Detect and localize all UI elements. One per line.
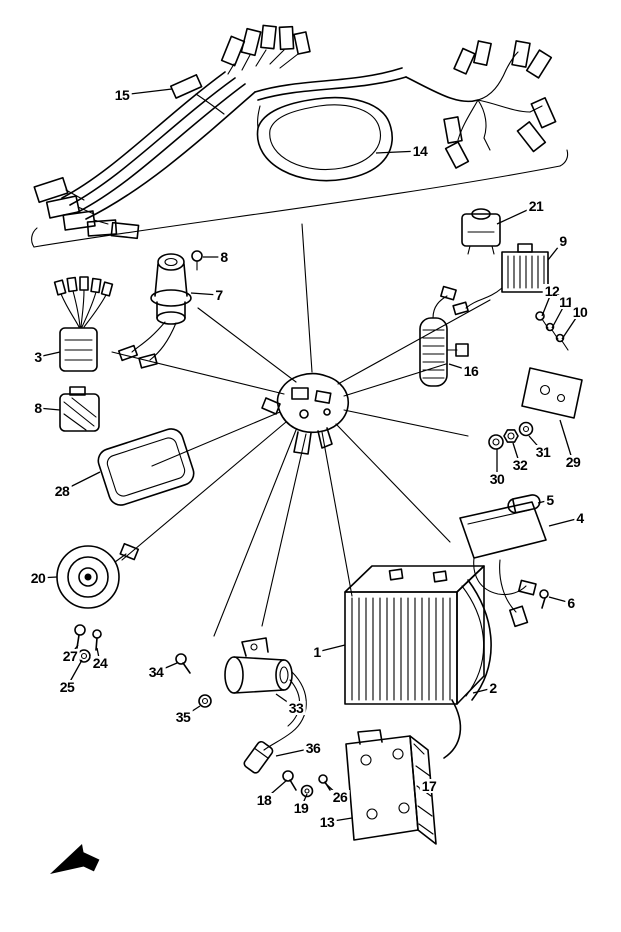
leader-line-9-3	[547, 240, 564, 261]
cdi-unit-art	[459, 494, 549, 628]
leader-line-27-23	[69, 644, 79, 657]
leader-line-13-33	[326, 817, 353, 823]
leader-line-31-13	[528, 435, 544, 453]
leader-line-6-20	[548, 596, 572, 604]
front-direction-arrow-icon	[50, 844, 100, 874]
relay-art	[461, 208, 501, 255]
main-switch-art	[117, 250, 203, 369]
leader-line-28-16	[61, 471, 101, 492]
leader-line-12-4	[541, 290, 553, 317]
leader-line-34-26	[155, 662, 178, 673]
leader-line-3-9	[37, 351, 61, 358]
leader-line-2-22	[472, 687, 494, 694]
leader-line-18-30	[263, 779, 288, 801]
leader-line-26-32	[324, 782, 341, 798]
wire-connector-art	[53, 276, 114, 432]
leader-line-8-10	[37, 407, 61, 411]
pad-art	[97, 428, 195, 506]
hardware-art	[488, 367, 583, 450]
battery-art	[344, 565, 492, 759]
leader-line-1-21	[316, 644, 346, 653]
leader-line-29-12	[559, 419, 574, 463]
leader-line-20-17	[37, 576, 58, 579]
leader-line-36-29	[275, 747, 314, 757]
leader-line-14-1	[375, 150, 421, 154]
harness-center-art	[111, 223, 491, 637]
wiring-harness-art	[31, 24, 569, 248]
rectifier-art	[452, 243, 569, 351]
leader-line-21-2	[496, 205, 537, 225]
leader-line-16-11	[448, 363, 472, 372]
leader-line-15-0	[121, 88, 173, 96]
leader-line-10-6	[561, 311, 581, 340]
leader-line-24-24	[96, 647, 101, 664]
leader-line-7-8	[190, 292, 220, 296]
leader-line-17-34	[418, 785, 430, 790]
leader-line-4-19	[548, 517, 581, 527]
ignition-coil-art	[175, 637, 307, 774]
leader-line-35-27	[182, 705, 201, 718]
bracket-art	[282, 729, 437, 845]
leader-lines	[37, 88, 581, 823]
horn-art	[56, 542, 140, 663]
leader-line-25-25	[66, 659, 83, 688]
leader-line-11-5	[551, 301, 567, 329]
flasher-relay-art	[419, 285, 469, 387]
leader-line-32-14	[512, 442, 521, 466]
leader-line-33-28	[275, 693, 297, 709]
